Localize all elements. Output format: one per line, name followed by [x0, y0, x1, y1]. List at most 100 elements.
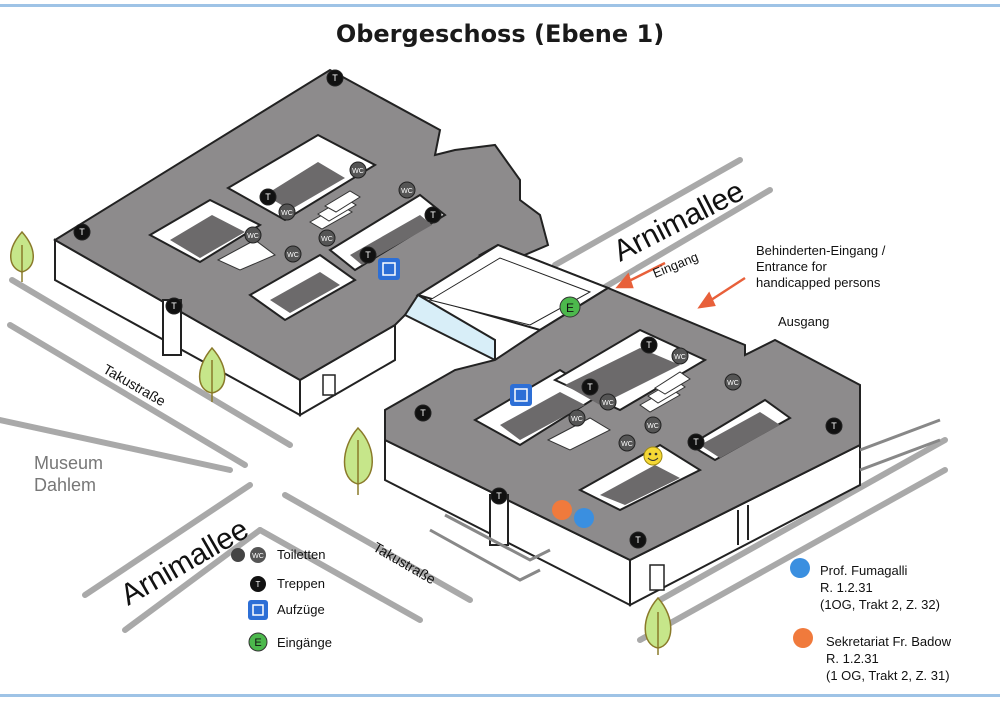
building-left — [53, 68, 550, 417]
takustrasse-edge — [9, 277, 293, 448]
svg-text:WC: WC — [571, 416, 583, 423]
stairs-icon: T — [629, 531, 647, 549]
stairs-markers: T T T T T T T T T T T T T — [73, 69, 843, 549]
person-fumagalli: Prof. Fumagalli R. 1.2.31 (1OG, Trakt 2,… — [820, 562, 940, 613]
wc-markers: WC WC WC WC WC WC WC WC WC WC WC WC — [244, 161, 742, 452]
tree-icon — [198, 346, 226, 402]
svg-text:T: T — [171, 301, 177, 311]
svg-text:WC: WC — [621, 441, 633, 448]
wc-icon: WC — [318, 229, 336, 247]
person-legend-fumagalli — [790, 558, 810, 578]
svg-text:WC: WC — [727, 380, 739, 387]
ramp-street-bottom — [637, 467, 948, 643]
svg-text:WC: WC — [281, 210, 293, 217]
trees — [10, 230, 672, 655]
svg-text:T: T — [79, 227, 85, 237]
stairs-icon: T — [259, 188, 277, 206]
takustrasse-street-bottom — [257, 527, 423, 623]
elevator-icon — [510, 384, 532, 406]
legend-toilets: Toiletten — [277, 547, 326, 562]
wc-icon: WC — [671, 347, 689, 365]
wc-icon: WC — [644, 416, 662, 434]
svg-text:T: T — [365, 250, 371, 260]
svg-text:T: T — [332, 73, 338, 83]
museum-boundary-upper — [0, 417, 233, 473]
stairs-icon: T — [490, 487, 508, 505]
handicapped-line2: Entrance for — [756, 259, 827, 274]
entrance-icon: E — [559, 296, 581, 318]
svg-text:T: T — [420, 408, 426, 418]
legend-elevators: Aufzüge — [277, 602, 325, 617]
arnimallee-street-lower-2 — [122, 527, 263, 633]
person-marker-fumagalli — [574, 508, 594, 528]
svg-text:E: E — [254, 637, 261, 649]
person-legend-badow — [793, 628, 813, 648]
person-marker-badow — [552, 500, 572, 520]
svg-text:T: T — [430, 210, 436, 220]
person-badow: Sekretariat Fr. Badow R. 1.2.31 (1 OG, T… — [826, 633, 951, 684]
arrows — [615, 261, 746, 309]
street-label-takustrasse: Takustraße — [371, 539, 439, 588]
svg-text:T: T — [635, 535, 641, 545]
svg-text:E: E — [566, 301, 574, 315]
svg-text:T: T — [646, 340, 652, 350]
svg-text:WC: WC — [321, 236, 333, 243]
svg-text:WC: WC — [647, 423, 659, 430]
wc-icon: WC — [568, 409, 586, 427]
stairs-icon: T — [165, 297, 183, 315]
svg-text:WC: WC — [674, 354, 686, 361]
svg-text:WC: WC — [287, 252, 299, 259]
elevator-icon — [378, 258, 400, 280]
wc-icon: WC — [618, 434, 636, 452]
smiley-icon — [643, 446, 663, 466]
museum-name: Museum — [34, 453, 104, 473]
person-name: Prof. Fumagalli — [820, 563, 908, 578]
ramps — [429, 418, 941, 582]
stairs-icon: T — [687, 433, 705, 451]
handicapped-line3: handicapped persons — [756, 275, 881, 290]
person-detail: (1OG, Trakt 2, Z. 32) — [820, 597, 940, 612]
takustrasse-street-bottom-2 — [282, 492, 473, 603]
wc-icon: WC — [284, 245, 302, 263]
wc-icon: WC — [244, 226, 262, 244]
top-frame-line — [0, 4, 1000, 7]
wc-icon: WC — [278, 203, 296, 221]
svg-text:WC: WC — [401, 188, 413, 195]
svg-text:T: T — [265, 192, 271, 202]
takustrasse-street-left-upper — [7, 322, 248, 468]
person-detail: (1 OG, Trakt 2, Z. 31) — [826, 668, 950, 683]
person-name: Sekretariat Fr. Badow — [826, 634, 951, 649]
svg-text:T: T — [831, 421, 837, 431]
stairs-icon: T — [326, 69, 344, 87]
stairs-icon: T — [414, 404, 432, 422]
elevator-icon — [248, 600, 268, 620]
arnimallee-street-lower — [82, 482, 253, 598]
wheelchair-icon — [231, 548, 245, 562]
tree-icon — [10, 230, 34, 282]
wc-icon — [250, 547, 266, 563]
handicapped-line1: Behinderten-Eingang / — [756, 243, 886, 258]
stairs-icon — [250, 576, 266, 592]
streets — [0, 157, 948, 643]
stairs-icon: T — [73, 223, 91, 241]
bottom-frame-line — [0, 694, 1000, 697]
stairs-icon: T — [581, 378, 599, 396]
wc-icon: WC — [349, 161, 367, 179]
svg-text:T: T — [587, 382, 593, 392]
svg-text:WC: WC — [352, 168, 364, 175]
stairs-icon: T — [359, 246, 377, 264]
person-room: R. 1.2.31 — [820, 580, 873, 595]
museum-label: Museum Dahlem — [34, 452, 103, 496]
entrance-icon — [248, 632, 268, 652]
svg-text:T: T — [693, 437, 699, 447]
wc-icon: WC — [724, 373, 742, 391]
svg-text:WC: WC — [252, 553, 264, 560]
museum-name-line2: Dahlem — [34, 475, 97, 495]
person-room: R. 1.2.31 — [826, 651, 879, 666]
wc-icon: WC — [398, 181, 416, 199]
page-title: Obergeschoss (Ebene 1) — [335, 20, 665, 48]
svg-text:WC: WC — [602, 400, 614, 407]
svg-text:T: T — [496, 491, 502, 501]
tree-icon — [343, 426, 373, 495]
